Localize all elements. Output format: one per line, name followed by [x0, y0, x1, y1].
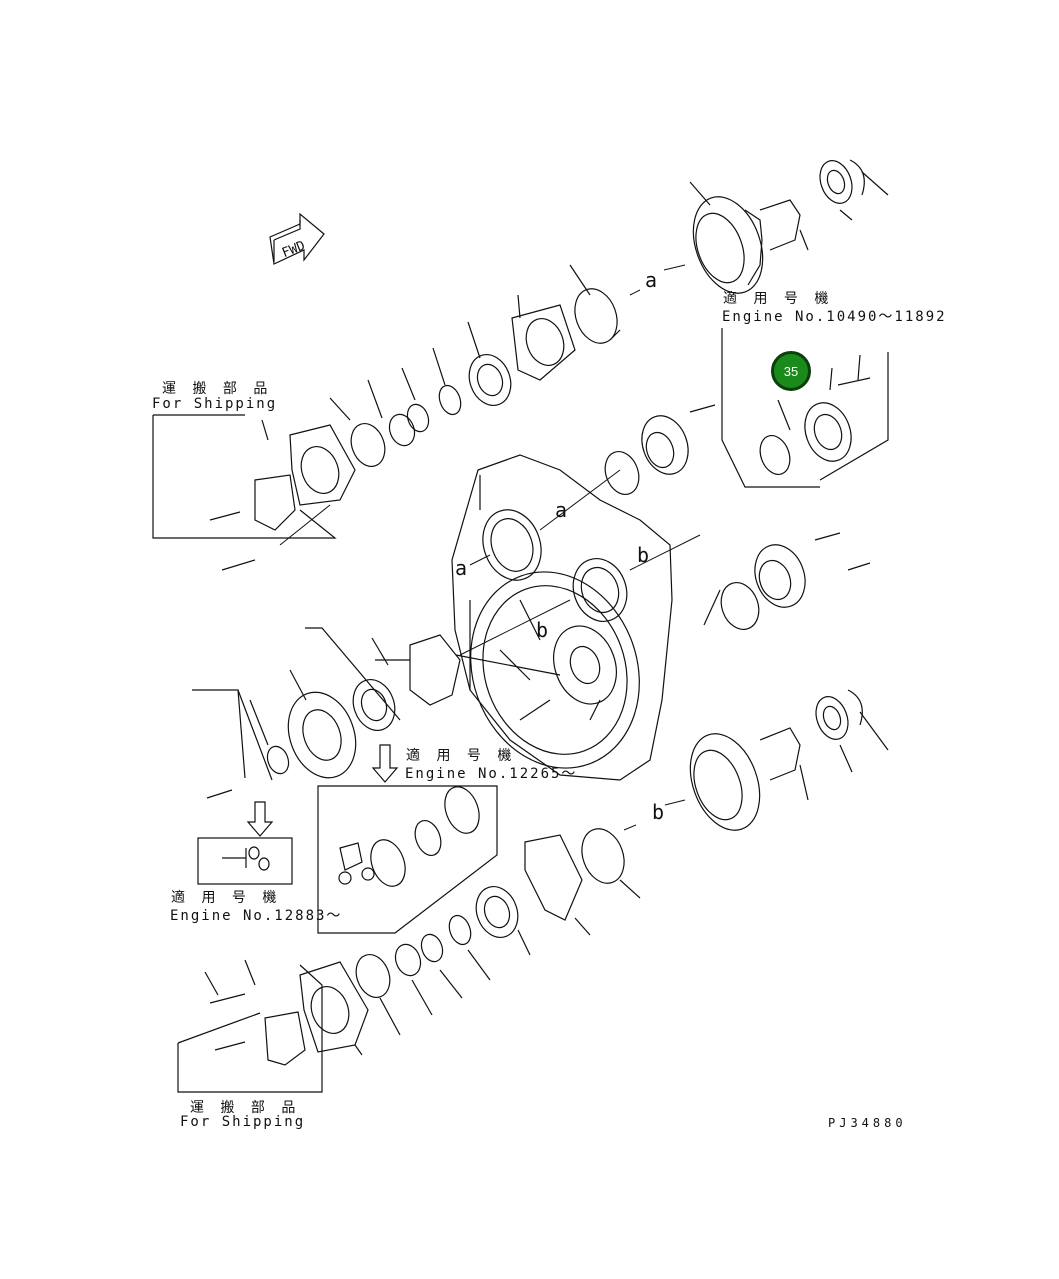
fwd-arrow-icon: FWD: [269, 212, 325, 265]
ref-b-bottom: b: [652, 800, 665, 824]
shipping-top-jp: 運 搬 部 品: [162, 381, 274, 397]
ref-a-housing: a: [555, 498, 568, 522]
shipping-bottom-jp: 運 搬 部 品: [190, 1100, 302, 1116]
serial-b-en: Engine No.12265～: [405, 766, 578, 782]
part-callout-35[interactable]: 35: [771, 351, 811, 391]
lower-left-parts: [204, 828, 641, 1066]
alternative-box-12883: [197, 837, 293, 885]
middle-right-parts: [604, 404, 871, 630]
serial-c-jp: 適 用 号 機: [171, 890, 283, 906]
upper-left-parts: [209, 264, 621, 571]
lower-gear-assembly: [689, 689, 889, 831]
middle-left-parts: [192, 627, 561, 799]
reference-lines: [279, 264, 701, 831]
shipping-top-en: For Shipping: [152, 396, 278, 412]
down-arrows: [246, 744, 399, 837]
shipping-box-bottom: [177, 964, 323, 1093]
serial-a-en: Engine No.10490～11892: [722, 309, 947, 325]
ref-b-left: b: [536, 618, 549, 642]
ref-a-top: a: [645, 268, 658, 292]
ref-b-housing: b: [637, 543, 650, 567]
upper-gear-assembly: [689, 159, 889, 294]
shipping-bottom-en: For Shipping: [180, 1114, 306, 1130]
serial-c-en: Engine No.12883～: [170, 908, 343, 924]
serial-a-jp: 適 用 号 機: [723, 291, 835, 307]
drawing-code: PJ34880: [828, 1116, 907, 1130]
serial-b-jp: 適 用 号 機: [406, 748, 518, 764]
serial-box-35: [721, 328, 889, 488]
ref-a-left: a: [455, 556, 468, 580]
shipping-box-top: [152, 414, 337, 539]
alternative-box-12265: [317, 785, 498, 934]
